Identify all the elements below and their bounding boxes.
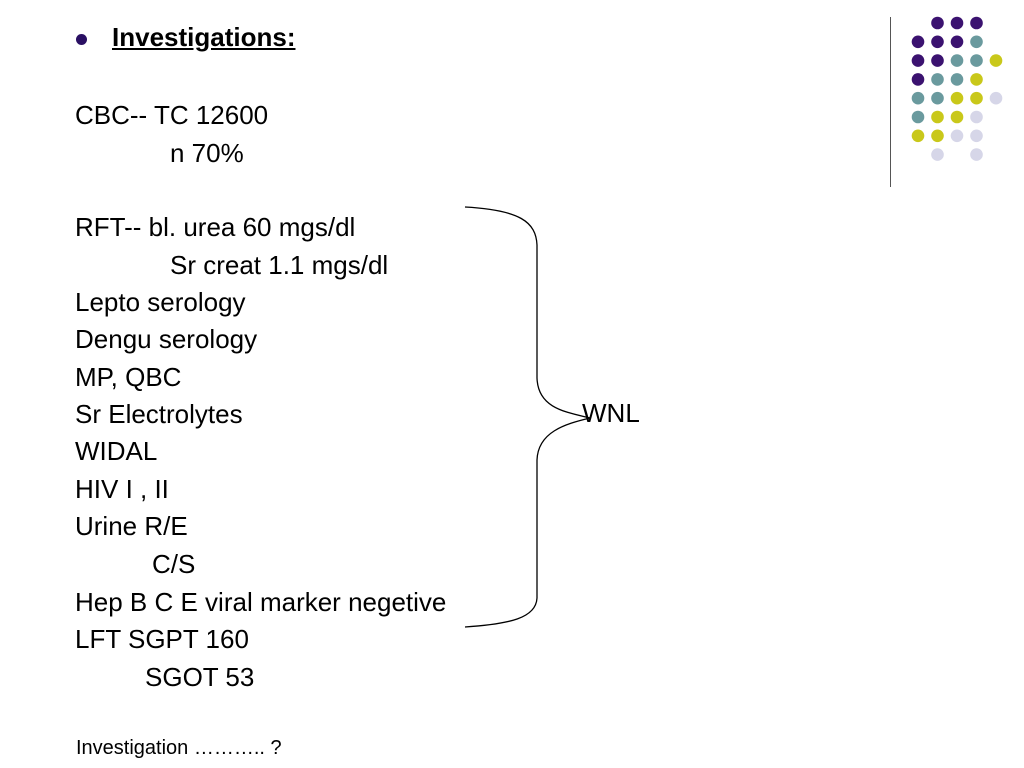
decor-dot: [989, 91, 1003, 105]
rft-creat-line: Sr creat 1.1 mgs/dl: [170, 250, 389, 280]
decor-dot: [931, 54, 944, 67]
decor-dot: [931, 73, 944, 86]
decor-dot: [970, 129, 983, 143]
urine-cs-line: C/S: [152, 549, 196, 579]
decor-dot: [931, 16, 944, 30]
cbc-n-line: n 70%: [170, 138, 244, 168]
mp-qbc-line: MP, QBC: [75, 362, 182, 392]
decor-dot: [970, 91, 983, 105]
decor-dot: [970, 148, 983, 161]
lft-sgpt-line: LFT SGPT 160: [75, 624, 249, 654]
decor-dot: [911, 54, 925, 67]
decor-dot: [931, 35, 944, 49]
slide-heading: Investigations:: [112, 22, 296, 52]
decor-dot: [950, 91, 964, 105]
wnl-label: WNL: [582, 398, 640, 428]
decor-dot: [970, 35, 983, 49]
decor-dot: [970, 16, 983, 30]
rft-urea-line: RFT-- bl. urea 60 mgs/dl: [75, 212, 356, 242]
decor-dot: [911, 129, 925, 143]
decor-dot: [911, 91, 925, 105]
urine-re-line: Urine R/E: [75, 511, 188, 541]
decor-dot: [950, 110, 964, 124]
decor-dot: [950, 35, 964, 49]
decor-dot: [931, 91, 944, 105]
decor-dot: [970, 54, 983, 67]
decor-dot: [950, 73, 964, 86]
decor-dot: [989, 54, 1003, 67]
decor-dot: [931, 110, 944, 124]
decor-dot: [911, 35, 925, 49]
decor-dot: [950, 16, 964, 30]
decor-dot: [970, 73, 983, 86]
decor-dot: [931, 148, 944, 161]
footer-question: Investigation ……….. ?: [76, 737, 282, 759]
heading-bullet: [76, 34, 87, 45]
cbc-tc-line: CBC-- TC 12600: [75, 100, 269, 130]
widal-line: WIDAL: [75, 436, 158, 466]
decor-dot: [931, 129, 944, 143]
decor-dot: [950, 54, 964, 67]
dengu-serology-line: Dengu serology: [75, 324, 258, 354]
sr-electrolytes-line: Sr Electrolytes: [75, 399, 243, 429]
decor-dot: [950, 129, 964, 143]
lepto-serology-line: Lepto serology: [75, 287, 246, 317]
hiv-line: HIV I , II: [75, 474, 169, 504]
hep-marker-line: Hep B C E viral marker negetive: [75, 587, 447, 617]
decor-dot: [911, 73, 925, 86]
lft-sgot-line: SGOT 53: [145, 662, 255, 692]
decor-dot: [911, 110, 925, 124]
decor-dot: [970, 110, 983, 124]
decor-divider-line: [890, 17, 891, 187]
